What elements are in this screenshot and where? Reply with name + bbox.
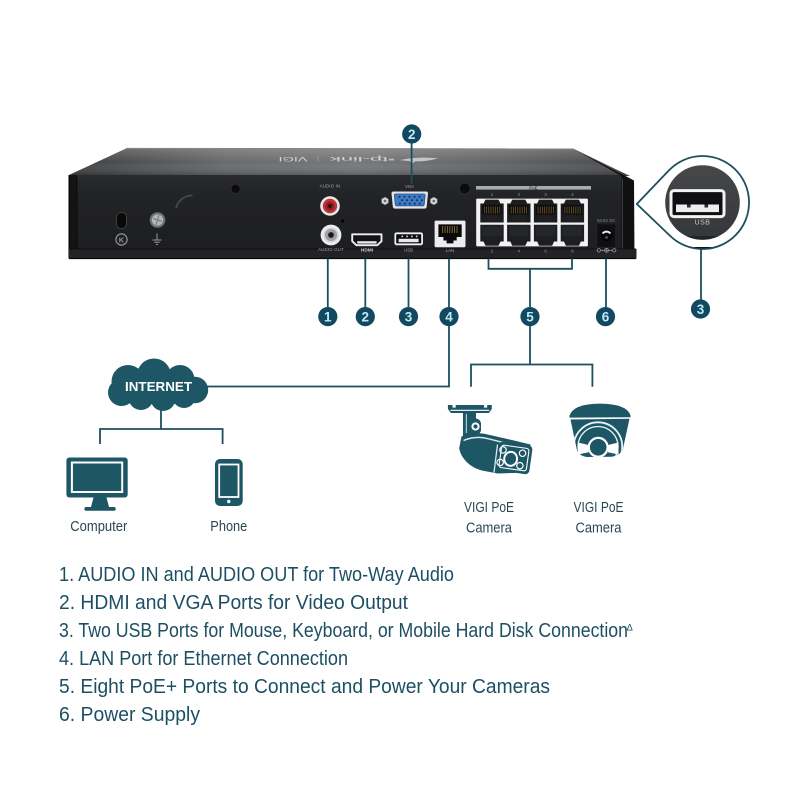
svg-text:3: 3 bbox=[544, 192, 547, 197]
svg-text:5. Eight PoE+ Ports to Connect: 5. Eight PoE+ Ports to Connect and Power… bbox=[59, 676, 550, 698]
svg-text:6: 6 bbox=[602, 309, 610, 324]
svg-text:HDMI: HDMI bbox=[361, 248, 374, 254]
svg-text:4: 4 bbox=[518, 249, 521, 254]
svg-text:AUDIO IN: AUDIO IN bbox=[320, 184, 341, 189]
svg-text:5: 5 bbox=[526, 309, 534, 324]
svg-text:2: 2 bbox=[518, 192, 521, 197]
svg-text:6: 6 bbox=[544, 249, 547, 254]
svg-text:2: 2 bbox=[408, 127, 416, 142]
svg-text:INTERNET: INTERNET bbox=[125, 379, 192, 394]
svg-text:1. AUDIO IN and AUDIO OUT for: 1. AUDIO IN and AUDIO OUT for Two-Way Au… bbox=[59, 564, 454, 586]
svg-text:3. Two USB Ports for Mouse, Ke: 3. Two USB Ports for Mouse, Keyboard, or… bbox=[59, 620, 628, 642]
svg-text:Phone: Phone bbox=[210, 519, 247, 535]
svg-text:2. HDMI and VGA Ports for Vide: 2. HDMI and VGA Ports for Video Output bbox=[59, 592, 408, 614]
svg-text:VIGI PoE: VIGI PoE bbox=[574, 500, 624, 516]
svg-text:K: K bbox=[119, 236, 125, 245]
svg-text:LAN: LAN bbox=[446, 248, 454, 253]
svg-text:tp-link: tp-link bbox=[328, 155, 388, 162]
svg-text:Δ: Δ bbox=[627, 623, 634, 634]
svg-text:VGA: VGA bbox=[405, 184, 414, 189]
svg-text:2: 2 bbox=[491, 249, 494, 254]
svg-text:2: 2 bbox=[362, 309, 370, 324]
svg-text:1: 1 bbox=[491, 192, 494, 197]
svg-text:VIGI PoE: VIGI PoE bbox=[464, 500, 514, 516]
svg-text:|: | bbox=[317, 155, 319, 162]
svg-text:3: 3 bbox=[697, 302, 705, 317]
svg-text:4: 4 bbox=[445, 309, 453, 324]
svg-text:4: 4 bbox=[571, 192, 574, 197]
svg-text:53.5V DC: 53.5V DC bbox=[597, 218, 615, 223]
svg-text:USB: USB bbox=[695, 220, 711, 227]
svg-text:PoE: PoE bbox=[529, 186, 538, 191]
svg-text:Computer: Computer bbox=[70, 519, 127, 535]
svg-text:3: 3 bbox=[405, 309, 413, 324]
svg-text:8: 8 bbox=[571, 249, 574, 254]
svg-text:USB: USB bbox=[404, 248, 413, 253]
svg-text:Camera: Camera bbox=[466, 521, 513, 537]
svg-text:4. LAN Port for Ethernet Conne: 4. LAN Port for Ethernet Connection bbox=[59, 648, 348, 670]
svg-text:VIGI: VIGI bbox=[278, 155, 307, 162]
svg-text:Camera: Camera bbox=[576, 521, 623, 537]
svg-text:AUDIO OUT: AUDIO OUT bbox=[318, 247, 344, 252]
svg-text:6. Power Supply: 6. Power Supply bbox=[59, 704, 200, 726]
svg-text:1: 1 bbox=[324, 309, 332, 324]
